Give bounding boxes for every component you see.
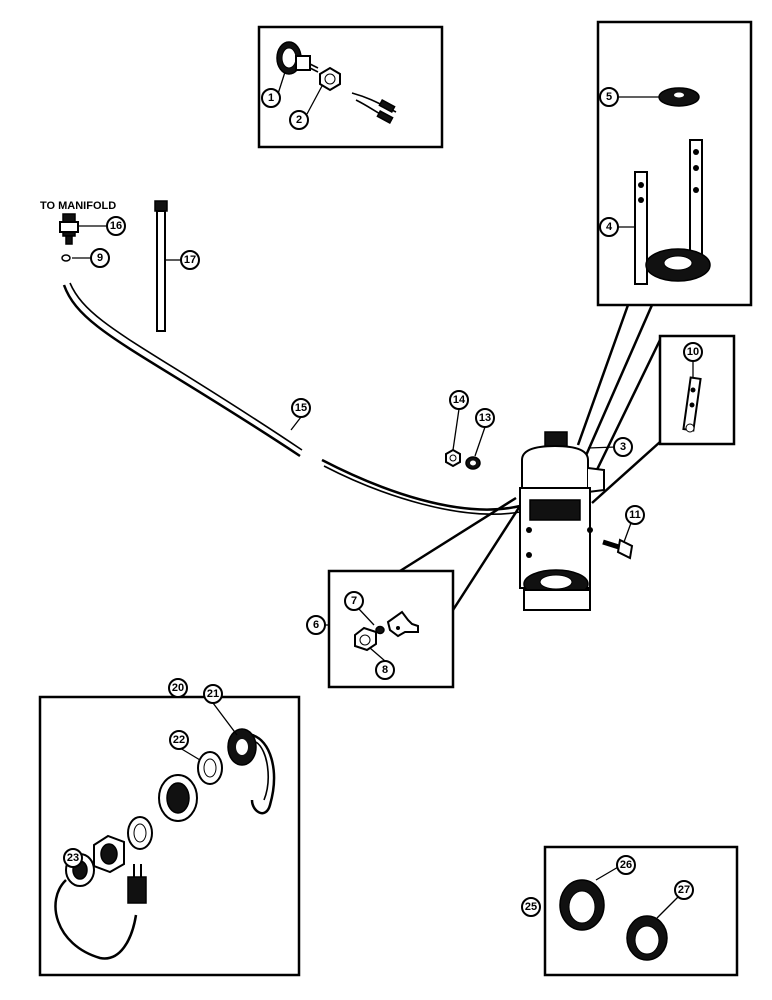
callout-7: 7 — [344, 591, 364, 611]
mounting-bracket-part — [634, 139, 711, 285]
callout-22-text: 22 — [173, 734, 185, 746]
callout-25: 25 — [521, 897, 541, 917]
detail-box-connector-kit — [38, 695, 301, 977]
elbow-fitting-part — [386, 610, 419, 638]
callout-10-text: 10 — [687, 346, 699, 358]
callout-11-text: 11 — [629, 509, 641, 521]
to-manifold-label: TO MANIFOLD — [40, 200, 116, 212]
callout-10: 10 — [683, 342, 703, 362]
callout-26-text: 26 — [620, 859, 632, 871]
cord-plug-part — [54, 853, 147, 960]
large-nut-part — [158, 774, 198, 822]
callout-8-text: 8 — [382, 664, 388, 676]
callout-23-text: 23 — [67, 852, 79, 864]
fitting-nut-part — [354, 626, 377, 652]
callout-6-text: 6 — [313, 619, 319, 631]
callout-8: 8 — [375, 660, 395, 680]
heater-switch-part — [276, 41, 319, 75]
switch-nut-part — [319, 66, 341, 92]
detail-box-mounting-bracket — [576, 20, 753, 461]
gasket-part — [197, 751, 223, 785]
callout-23: 23 — [63, 848, 83, 868]
callout-1-text: 1 — [268, 92, 274, 104]
bolt-part — [602, 538, 634, 560]
callout-7-text: 7 — [351, 595, 357, 607]
callout-5-text: 5 — [606, 91, 612, 103]
callout-27-text: 27 — [678, 884, 690, 896]
callout-17: 17 — [180, 250, 200, 270]
ring-large-part — [559, 879, 605, 931]
callout-20-text: 20 — [172, 682, 184, 694]
callout-5: 5 — [599, 87, 619, 107]
callout-3: 3 — [613, 437, 633, 457]
callout-15: 15 — [291, 398, 311, 418]
manifold-fitting-part — [59, 213, 79, 245]
detail-box-heater-switch — [257, 25, 444, 149]
callout-21: 21 — [203, 684, 223, 704]
callout-13-text: 13 — [479, 412, 491, 424]
callout-16: 16 — [106, 216, 126, 236]
callout-4-text: 4 — [606, 221, 613, 233]
callout-16-text: 16 — [110, 220, 122, 232]
callout-21-text: 21 — [207, 688, 219, 700]
callout-6: 6 — [306, 615, 326, 635]
callout-14-text: 14 — [453, 394, 466, 406]
callout-9-text: 9 — [97, 252, 103, 264]
sleeve-part — [127, 816, 153, 850]
callout-2: 2 — [289, 110, 309, 130]
tube-part — [62, 282, 521, 515]
callout-17-text: 17 — [184, 254, 196, 266]
ring-small-part — [626, 915, 668, 961]
detail-box-strap — [590, 334, 736, 504]
switch-wires-part — [351, 92, 397, 124]
callout-13: 13 — [475, 408, 495, 428]
nut-part — [445, 448, 461, 468]
callout-25-text: 25 — [525, 901, 537, 913]
strap-part — [682, 376, 702, 433]
callout-22: 22 — [169, 730, 189, 750]
callout-15-text: 15 — [295, 402, 307, 414]
tie-strap-part — [154, 200, 168, 332]
cap-part — [658, 87, 700, 107]
callout-20: 20 — [168, 678, 188, 698]
receptacle-part — [227, 728, 276, 815]
callout-3-text: 3 — [620, 441, 626, 453]
heater-body-part — [519, 431, 605, 611]
washer-part — [465, 456, 481, 470]
callout-14: 14 — [449, 390, 469, 410]
o-ring-part — [61, 254, 71, 262]
compression-sleeve-part — [375, 625, 385, 635]
callout-2-text: 2 — [296, 114, 302, 126]
callout-9: 9 — [90, 248, 110, 268]
callout-27: 27 — [674, 880, 694, 900]
detail-box-rings — [543, 845, 739, 977]
callout-1: 1 — [261, 88, 281, 108]
callout-26: 26 — [616, 855, 636, 875]
hex-nut-large-part — [93, 834, 125, 874]
callout-4: 4 — [599, 217, 619, 237]
callout-11: 11 — [625, 505, 645, 525]
